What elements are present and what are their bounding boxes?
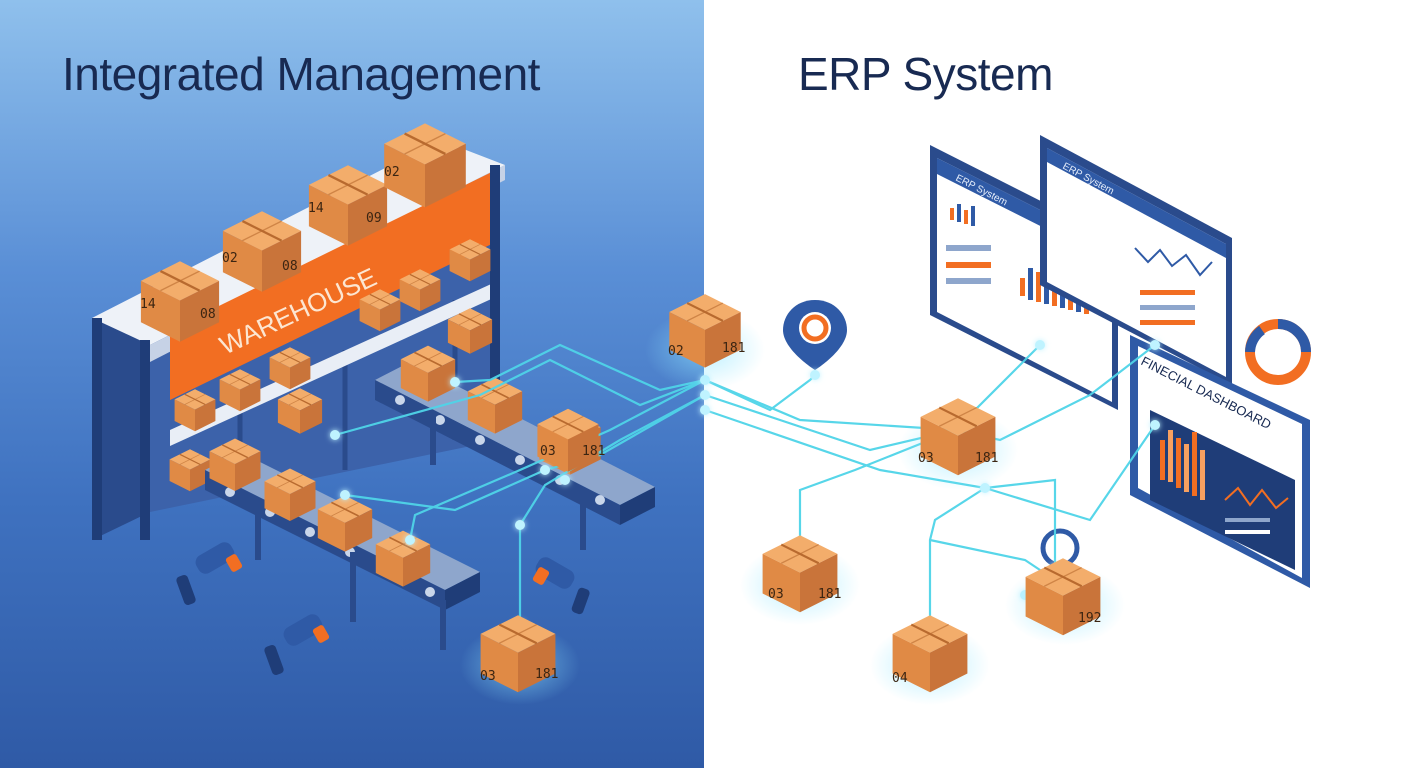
- box-label: 14: [140, 297, 156, 312]
- conveyor-back: [375, 362, 655, 550]
- barcode-scanner-icon: [264, 614, 330, 676]
- network-box: 03 181: [740, 534, 860, 625]
- svg-text:02: 02: [668, 344, 684, 359]
- mini-line-chart: [1134, 247, 1213, 277]
- warehouse-sign-band: [170, 168, 500, 400]
- svg-text:181: 181: [582, 444, 605, 459]
- right-title: ERP System: [798, 48, 1053, 100]
- svg-text:181: 181: [975, 451, 998, 466]
- box-label: 02: [222, 251, 238, 266]
- barcode-scanner-icon: [532, 557, 590, 615]
- top-shelf-boxes: 14 08 02 08 14 09 02: [139, 122, 467, 343]
- svg-text:181: 181: [818, 587, 841, 602]
- network-box: 03 181: [898, 397, 1018, 490]
- network-box: 02 181: [645, 293, 765, 390]
- svg-text:03: 03: [480, 669, 496, 684]
- box-label: 02: [384, 165, 400, 180]
- svg-text:04: 04: [892, 671, 908, 686]
- network-box: 192: [1005, 557, 1125, 645]
- box-label: 08: [282, 259, 298, 274]
- network-box: 04: [870, 614, 990, 705]
- barcode-scanner-icon: [176, 542, 243, 606]
- donut-chart-icon: [1245, 319, 1311, 385]
- location-pin-icon: [783, 300, 847, 370]
- network-box: 03 181: [460, 614, 580, 705]
- box-label: 09: [366, 211, 382, 226]
- svg-text:03: 03: [768, 587, 784, 602]
- network-box: 03 181: [536, 407, 605, 473]
- svg-text:181: 181: [535, 667, 558, 682]
- svg-text:192: 192: [1078, 611, 1101, 626]
- svg-text:03: 03: [918, 451, 934, 466]
- svg-text:03: 03: [540, 444, 556, 459]
- erp-screen-mid: ERP System: [1040, 135, 1232, 385]
- left-title: Integrated Management: [62, 48, 540, 100]
- box-label: 08: [200, 307, 216, 322]
- svg-text:181: 181: [722, 341, 745, 356]
- box-label: 14: [308, 201, 324, 216]
- warehouse-side-wall: [92, 292, 150, 540]
